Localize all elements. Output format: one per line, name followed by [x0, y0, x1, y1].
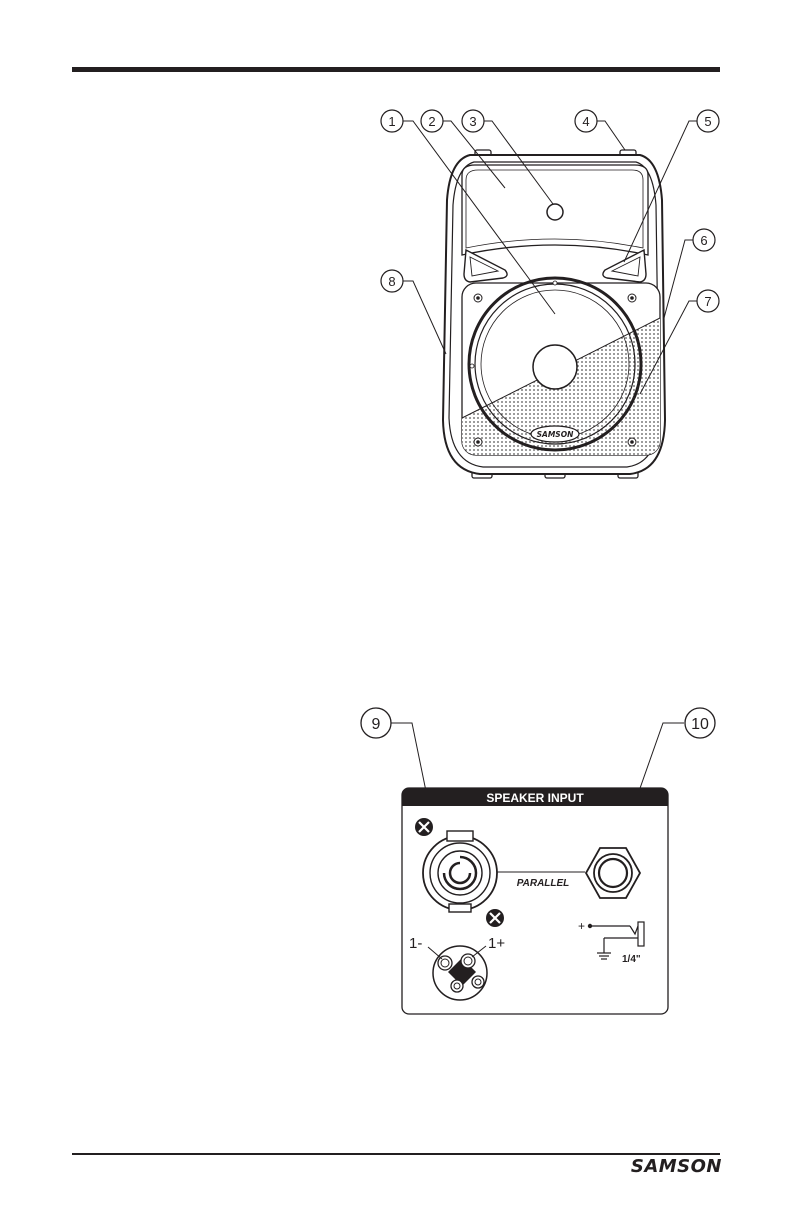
svg-text:2: 2 [428, 114, 435, 129]
parallel-label: PARALLEL [517, 878, 570, 889]
callout-8: 8 [381, 270, 403, 292]
callout-5: 5 [697, 110, 719, 132]
svg-text:1: 1 [388, 114, 395, 129]
svg-text:10: 10 [691, 716, 709, 733]
svg-text:5: 5 [704, 114, 711, 129]
pin-minus-label: 1- [409, 935, 422, 952]
mounting-screw-top [415, 818, 433, 836]
svg-text:7: 7 [704, 294, 711, 309]
callout-6: 6 [693, 229, 715, 251]
pin-plus-label: 1+ [488, 935, 505, 952]
svg-text:3: 3 [469, 114, 476, 129]
callout-3: 3 [462, 110, 484, 132]
jack-size-label: 1/4" [622, 954, 641, 965]
svg-text:6: 6 [700, 233, 707, 248]
callout-2: 2 [421, 110, 443, 132]
footer-brand-logo: SAMSON [600, 1156, 722, 1177]
footer-rule [72, 1153, 720, 1155]
speaker-input-diagram: 9 10 SPEAKER INPUT PARALLEL [0, 690, 792, 1030]
callout-10: 10 [685, 708, 715, 738]
callout-7: 7 [697, 290, 719, 312]
speaker-front-diagram: SAMSON 1 2 3 4 5 6 7 8 [0, 0, 792, 520]
callout-4: 4 [575, 110, 597, 132]
callout-9: 9 [361, 708, 391, 738]
callout-1: 1 [381, 110, 403, 132]
input-panel-header: SPEAKER INPUT [486, 791, 584, 805]
svg-text:9: 9 [372, 716, 381, 733]
plus-symbol: + [578, 919, 585, 933]
mounting-screw-bottom [486, 909, 504, 927]
woofer-dust-cap [533, 345, 577, 389]
svg-text:4: 4 [582, 114, 589, 129]
pole-mount-socket [547, 204, 563, 220]
front-logo-text: SAMSON [537, 430, 574, 439]
svg-text:8: 8 [388, 274, 395, 289]
